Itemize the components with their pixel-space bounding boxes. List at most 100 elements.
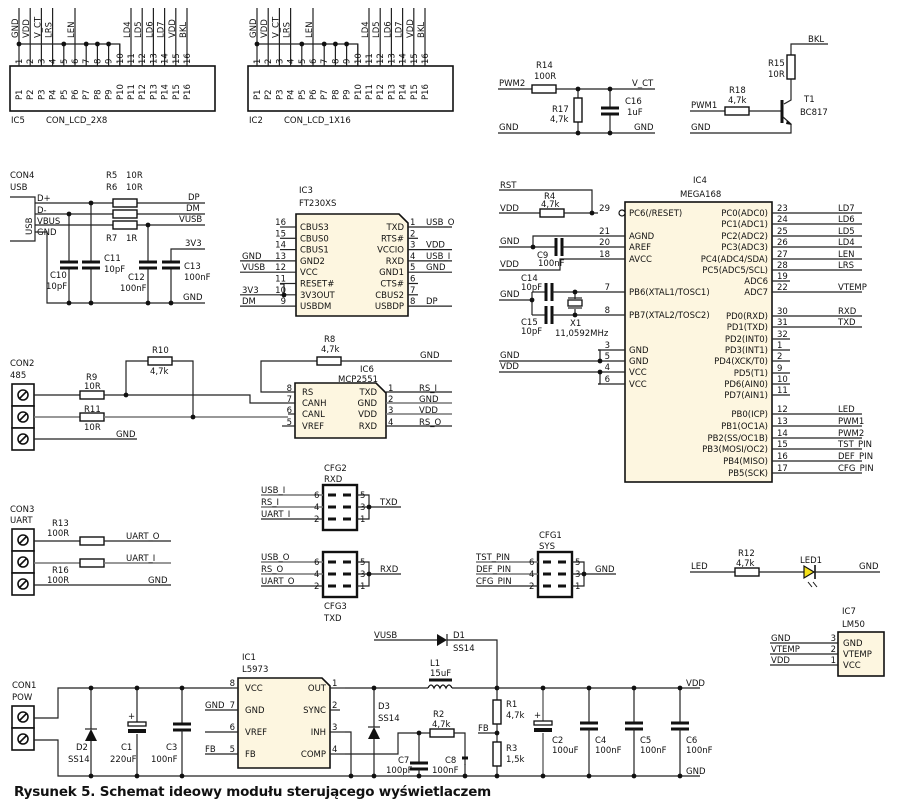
net-label: LD6 [145,21,155,38]
net-label: USB_O [261,553,290,563]
pin-name: PC3(ADC3) [721,243,768,253]
net-label: GND [183,293,203,303]
pin-number: 2 [332,701,337,711]
net-label: BKL [808,35,824,45]
pin-number: 12 [275,263,286,273]
ref-label: R14 [536,61,553,71]
jumper-pin [328,560,336,564]
pin-number: 4 [410,252,415,262]
ref-label: 485 [10,371,26,381]
pin-number: 5 [360,491,365,501]
pin-name: USBDP [375,302,404,312]
ref-label: CON4 [10,171,34,181]
net-label: UART_I [126,554,155,564]
value-label: 4,7k [321,345,340,355]
resistor-r2 [429,728,455,738]
pin-number: 23 [777,204,788,214]
resistor-r3 [492,741,502,767]
pin-number: 2 [264,59,274,64]
pin-name: FB [245,750,256,760]
wire [126,394,288,404]
ic-ref-label: IC1 [242,653,256,663]
pin-number: 4 [605,363,610,373]
ic-name-label: MEGA168 [680,190,721,200]
screw-icon [17,711,29,723]
ref-label: L1 [430,659,440,669]
ref-label: R6 [106,183,117,193]
pin-name: ADC6 [744,277,768,287]
junction-dot [179,685,185,691]
pin-number: 5 [605,352,610,362]
junction-dot [281,292,287,298]
value-label: 10pF [104,265,125,275]
pin-name: SYNC [303,706,326,716]
pin-number: 12 [777,405,788,415]
jumper-pin [543,560,551,564]
junction-dot [344,41,349,47]
pin-name: PB1(OC1A) [721,422,768,432]
net-label: RXD [380,565,399,575]
ic-ref-label: IC4 [693,176,707,186]
net-label: GND [242,252,262,262]
net-label: PWM2 [499,79,525,89]
pin-number: 12 [376,53,386,64]
ref-label: CON1 [12,681,36,691]
pin-name: P5 [298,89,308,100]
ref-label: C6 [686,736,697,746]
pin-number: 3 [605,341,610,351]
net-label: LD6 [383,21,393,38]
pin-name: PC0(ADC0) [721,209,768,219]
ref-label: POW [12,693,33,703]
ref-label: RXD [324,475,343,485]
net-label: CFG_PIN [476,577,512,587]
value-label: 100nF [595,746,622,756]
pin-name: PC2(ADC2) [721,232,768,242]
wire [34,739,700,777]
pin-name: AGND [629,232,655,242]
usb-input-circuit: USB CON4 USB D+ D- VBUS GND R5 10R R6 10… [10,171,211,306]
pin-name: CTS# [380,280,404,290]
pin-name: P15 [410,84,420,100]
screw-slot [18,712,28,722]
pin-number: 5 [60,59,70,64]
pin-number: 6 [529,558,534,568]
value-label: 100nF [151,755,178,765]
ic-name-label: LM50 [842,620,865,630]
wire [260,360,317,393]
junction-dot [462,773,468,779]
crystal-x1 [567,299,583,307]
value-label: 100nF [184,273,211,283]
pin-number: 13 [387,53,397,64]
net-label: LD4 [361,21,371,38]
pin-name: CANH [302,399,327,409]
net-label: GND [249,18,259,38]
ic3-body [295,213,409,317]
screw-icon [17,433,29,445]
resistor-r17 [573,97,583,123]
pin-name: PD1(TXD) [727,323,768,333]
net-label: RST [500,181,517,191]
value-label: 100nF [640,746,667,756]
capacitor-c1 [127,721,147,727]
screw-icon [17,556,29,568]
jumper-pin [558,560,566,564]
wire [34,687,232,719]
net-label: VDD [500,362,519,372]
pin-number: 5 [298,59,308,64]
net-label: GND [500,351,520,361]
pin-name: GND1 [379,268,404,278]
net-label: LD5 [372,21,382,38]
pin-number: 1 [253,59,263,64]
pin-number: 16 [777,452,788,462]
pin-number: 25 [777,227,788,237]
net-label: VDD [406,19,416,38]
pin-name: P2 [264,89,274,100]
pin-name: PB5(SCK) [728,469,768,479]
net-label: VDD [500,204,519,214]
pin-name: INH [311,728,326,738]
